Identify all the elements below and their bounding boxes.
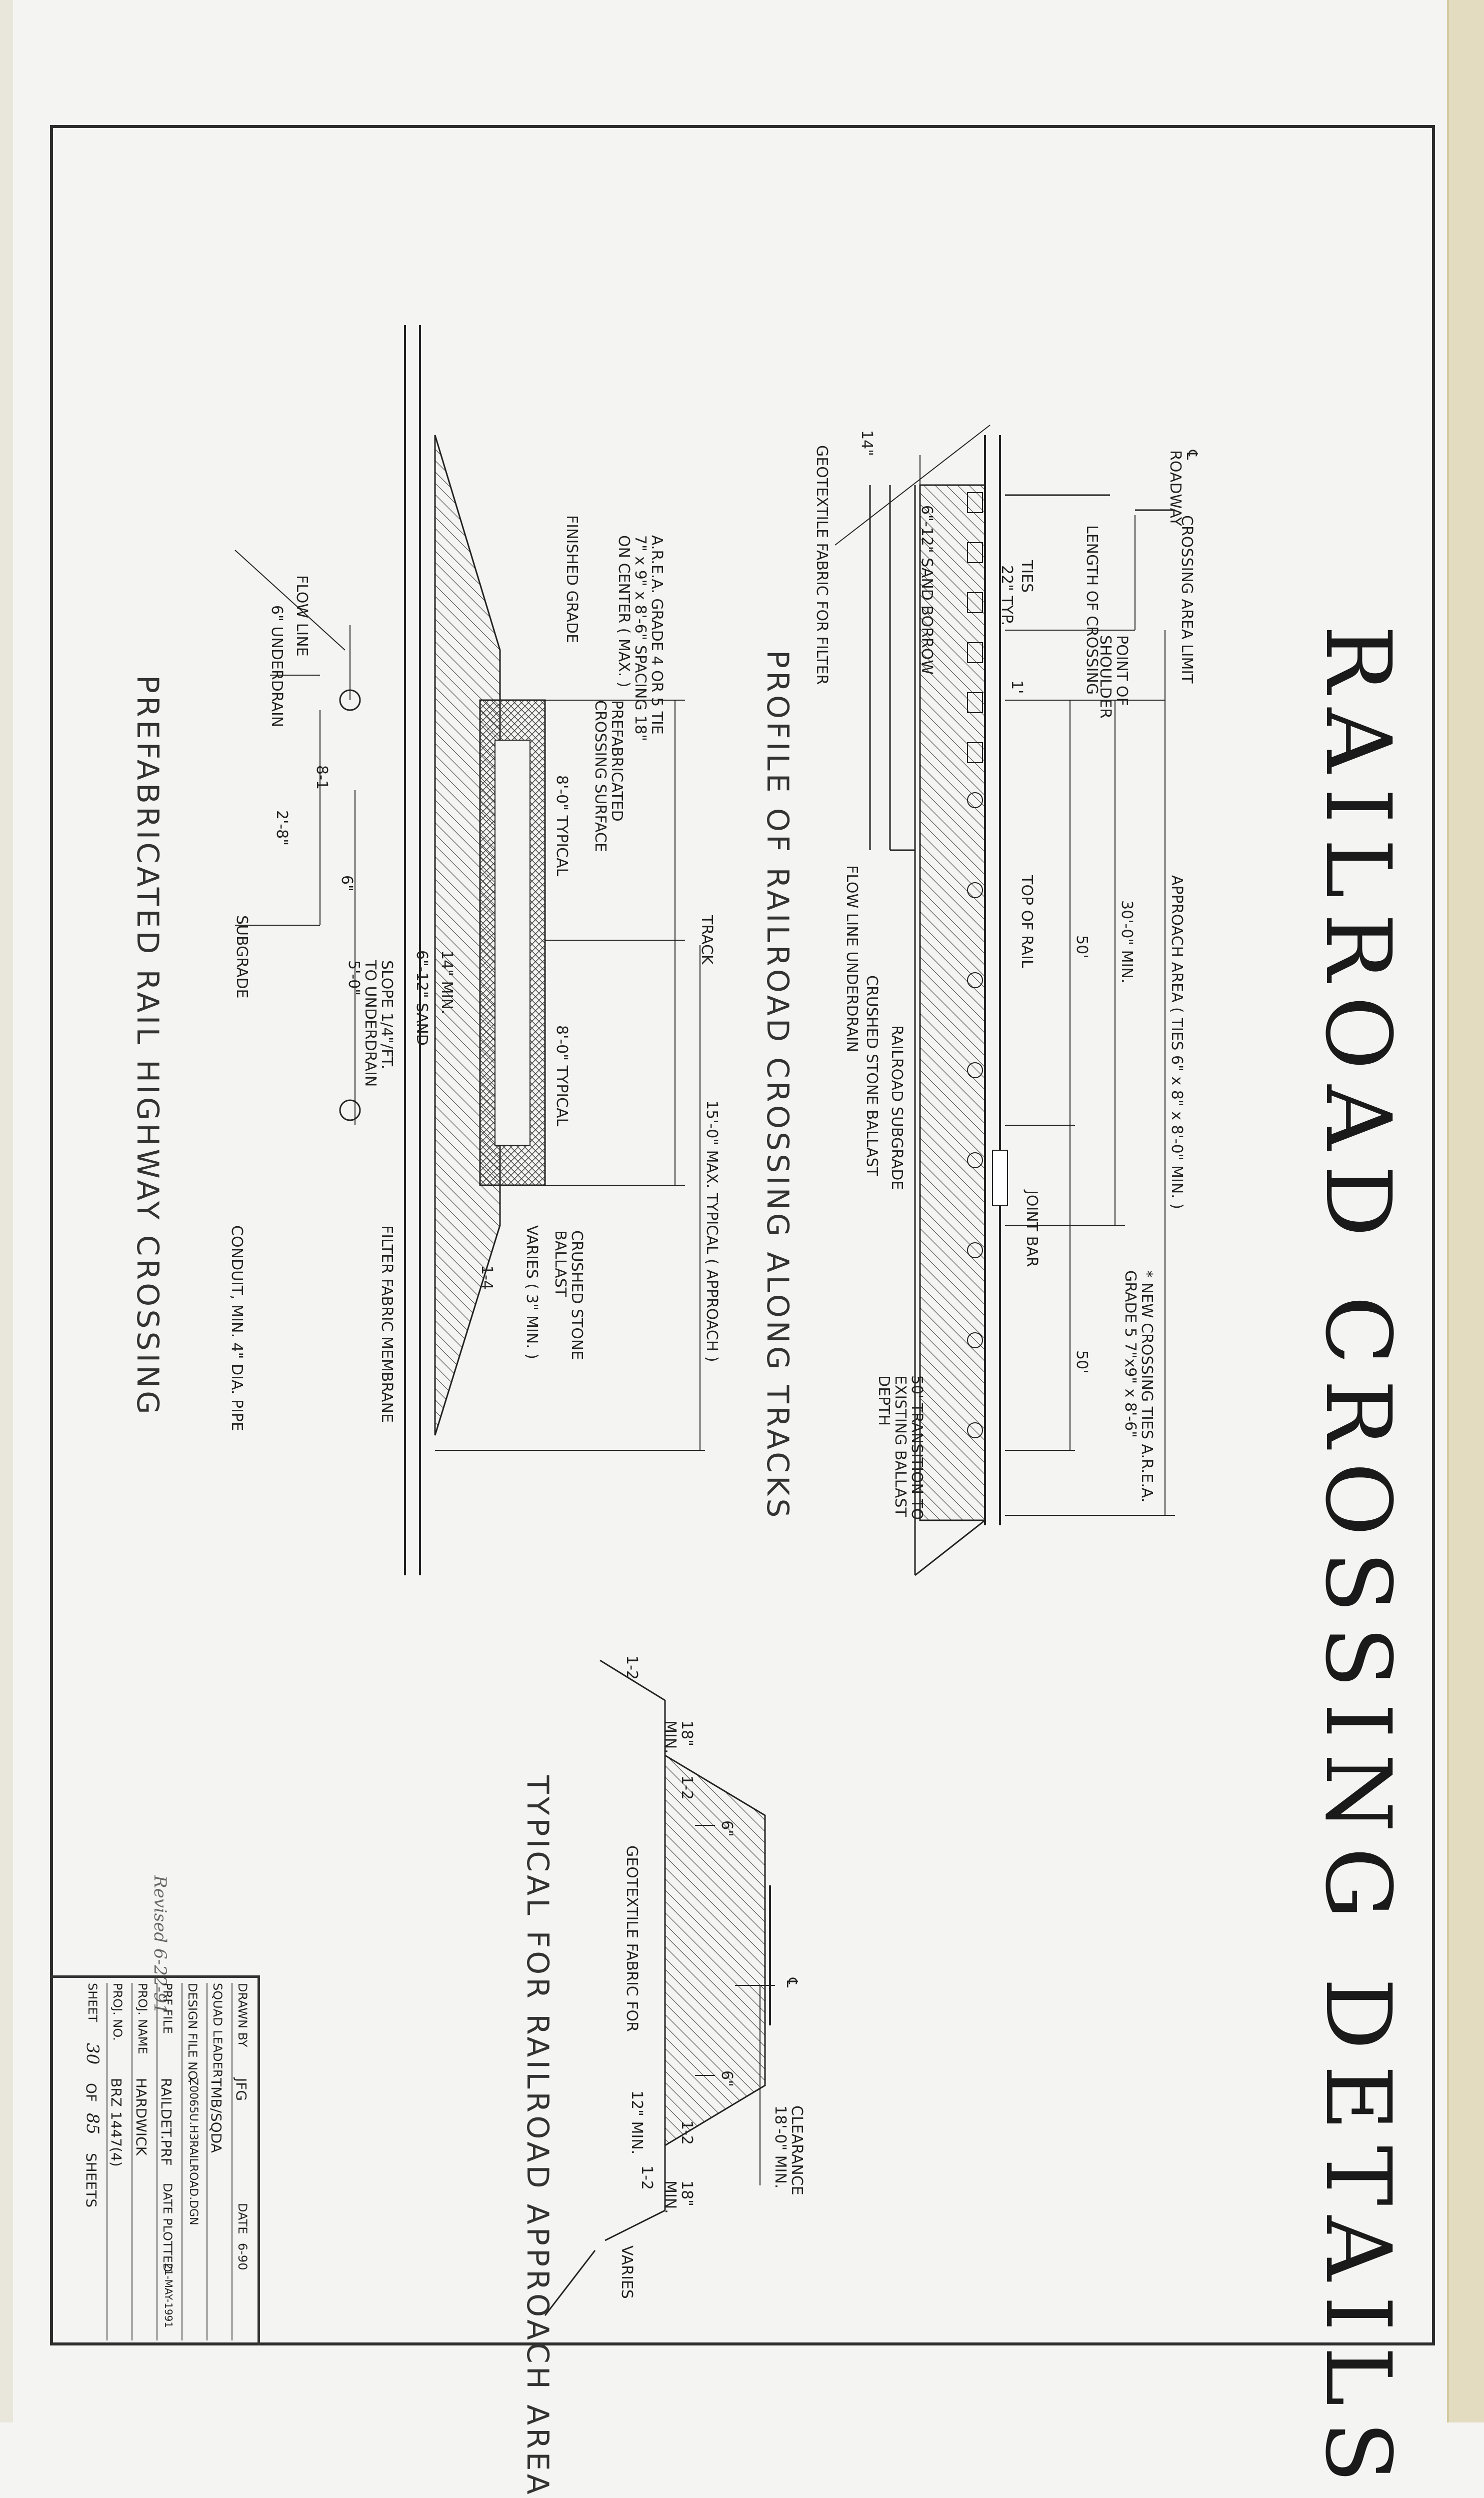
label-varies: VARIES ( 3" MIN. ) (523, 1225, 540, 1359)
label-track: TRACK (698, 915, 716, 965)
title-block: DRAWN BY JFG DATE 6-90 SQUAD LEADER TMB/… (50, 1975, 260, 2345)
section-title-profile: PROFILE OF RAILROAD CROSSING ALONG TRACK… (760, 650, 795, 1521)
label-two-eight: 2'-8" (273, 810, 290, 846)
tb-of-value: 85 (82, 2113, 102, 2135)
label-finished-grade: FINISHED GRADE (563, 515, 580, 644)
label-one-ft: 1' (1008, 680, 1026, 694)
label-prefab-surface: PREFABRICATED CROSSING SURFACE (592, 700, 626, 852)
tb-row-prf: PRF FILE RAILDET.PRF DATE PLOTTED 21-MAY… (156, 1983, 178, 2340)
tb-row-sheet: SHEET 30 OF 85 SHEETS (82, 1983, 102, 2340)
label-six: 6" (338, 875, 356, 892)
label-flow-line: FLOW LINE (293, 575, 310, 657)
label-flow-line-underdrain: FLOW LINE UNDERDRAIN (843, 865, 860, 1053)
label-top-of-rail: TOP OF RAIL (1018, 875, 1036, 968)
label-subgrade: SUBGRADE (233, 915, 250, 999)
label-ratio-1-4: 1-4 (478, 1265, 496, 1290)
tb-drawn-by-value: JFG (233, 2078, 250, 2101)
label-approach-varies: VARIES (618, 2245, 636, 2299)
section-title-approach: TYPICAL FOR RAILROAD APPROACH AREA (520, 1775, 555, 2497)
label-ratio-b: 1-2 (678, 1775, 696, 1800)
tb-proj-no-value: BRZ 1447(4) (108, 2078, 124, 2167)
tb-date-value: 6-90 (236, 2243, 250, 2270)
drawing-canvas: RAILROAD CROSSING DETAILS PROFILE OF RAI… (50, 125, 1435, 2498)
tb-proj-name-value: HARDWICK (133, 2078, 150, 2156)
sheet-border (50, 125, 1435, 2345)
label-approach-geotextile: GEOTEXTILE FABRIC FOR (623, 1845, 640, 2032)
label-eighteen-min-b: 18" MIN. (662, 2180, 696, 2214)
profile-drawing (834, 425, 1175, 1576)
label-crossing-area-limit: CROSSING AREA LIMIT (1178, 515, 1196, 684)
label-fourteen-min: 14" MIN. (438, 950, 456, 1015)
tb-sheets-key: SHEETS (83, 2153, 100, 2208)
label-geotextile: GEOTEXTILE FABRIC FOR FILTER (813, 445, 830, 685)
tb-design-key: DESIGN FILE NO. (186, 1983, 200, 2083)
approach-drawing (544, 1659, 775, 2316)
label-twelve-min: 12" MIN. (628, 2090, 646, 2155)
label-slope: SLOPE 1/4"/FT. TO UNDERDRAIN 5'-0" (345, 960, 396, 1087)
paper-left-edge (0, 0, 13, 2422)
label-clearance: CLEARANCE 18'-0" MIN. (772, 2105, 806, 2195)
tb-squad-value: TMB/SQDA (208, 2078, 224, 2153)
label-six-a: 6" (718, 1820, 736, 1837)
tb-proj-name-key: PROJ. NAME (136, 1983, 150, 2054)
label-thirty-min: 30'-0" MIN. (1118, 900, 1136, 984)
section-title-prefab: PREFABRICATED RAIL HIGHWAY CROSSING (130, 675, 165, 1417)
profile-ties (967, 492, 983, 1438)
label-ratio-d: 1-2 (638, 2165, 656, 2190)
label-eight-typ-b: 8'-0" TYPICAL (553, 1025, 570, 1127)
label-sand: 6"-12" SAND (413, 950, 430, 1046)
tb-prf-key: PRF FILE (160, 1983, 174, 2034)
label-ratio-c: 1-2 (678, 2120, 696, 2145)
label-crushed-stone-ballast: CRUSHED STONE BALLAST (863, 975, 880, 1176)
label-underdrain: 6" UNDERDRAIN (268, 605, 286, 728)
prefab-drawing (234, 325, 705, 1575)
label-transition: 50' TRANSITION TO EXISTING BALLAST DEPTH (875, 1375, 926, 1520)
tb-sheet-key: SHEET (86, 1983, 100, 2022)
tb-squad-key: SQUAD LEADER (210, 1983, 224, 2078)
tb-row-drawn: DRAWN BY JFG DATE 6-90 (232, 1983, 252, 2340)
label-filter-fabric: FILTER FABRIC MEMBRANE (378, 1225, 396, 1423)
label-sand-borrow: 6"-12" SAND BORROW (918, 505, 936, 675)
label-railroad-subgrade: RAILROAD SUBGRADE (888, 1025, 906, 1190)
tb-design-value: Z0065U.H3RAILROAD.DGN (187, 2078, 200, 2225)
tb-row-squad: SQUAD LEADER TMB/SQDA (206, 1983, 228, 2340)
tb-proj-no-key: PROJ. NO. (110, 1983, 124, 2041)
label-centerline: ℄ (783, 1978, 800, 1988)
label-tie-spacing: 22" TYP. (998, 565, 1016, 626)
tb-plotted-key: DATE PLOTTED (160, 2183, 174, 2272)
paper-right-edge (1449, 0, 1484, 2422)
label-six-b: 6" (718, 2070, 736, 2087)
label-new-ties: * NEW CROSSING TIES A.R.E.A. GRADE 5 7"x… (1122, 1270, 1156, 1503)
label-crushed-stone: CRUSHED STONE BALLAST (552, 1230, 586, 1360)
label-ratio-8-1: 8-1 (313, 765, 330, 790)
tb-prf-value: RAILDET.PRF (158, 2078, 174, 2166)
tb-plotted-value: 21-MAY-1991 (162, 2263, 174, 2328)
label-conduit: CONDUIT, MIN. 4" DIA. PIPE (228, 1225, 246, 1431)
label-fourteen: 14" (858, 430, 876, 456)
tb-row-proj-no: PROJ. NO. BRZ 1447(4) (106, 1983, 128, 2340)
label-approach-area: APPROACH AREA ( TIES 6" x 8" x 8'-0" MIN… (1168, 875, 1186, 1209)
label-eighteen-min-a: 18" MIN. (662, 1720, 696, 1754)
label-ratio-a: 1-2 (623, 1655, 640, 1680)
label-fifty-a: 50' (1073, 935, 1090, 959)
label-ties: TIES (1018, 560, 1036, 593)
label-fifty-b: 50' (1073, 1350, 1090, 1374)
paper-right-edge-line (1447, 0, 1449, 2422)
label-eight-typ-a: 8'-0" TYPICAL (553, 775, 570, 877)
tb-sheet-value: 30 (82, 2043, 102, 2065)
label-fifteen-max: 15'-0" MAX. TYPICAL ( APPROACH ) (703, 1100, 720, 1362)
tb-date-key: DATE (236, 2203, 250, 2234)
label-point-of-shoulder: POINT OF SHOULDER (1096, 635, 1130, 719)
tb-of-key: OF (83, 2083, 100, 2102)
sheet-title: RAILROAD CROSSING DETAILS (1306, 625, 1410, 2498)
tb-row-design: DESIGN FILE NO. Z0065U.H3RAILROAD.DGN (182, 1983, 202, 2340)
tb-row-proj-name: PROJ. NAME HARDWICK (132, 1983, 152, 2340)
drawing-linework (234, 325, 1175, 2316)
label-joint-bar: JOINT BAR (1023, 1190, 1040, 1267)
tb-drawn-by-key: DRAWN BY (236, 1983, 250, 2047)
